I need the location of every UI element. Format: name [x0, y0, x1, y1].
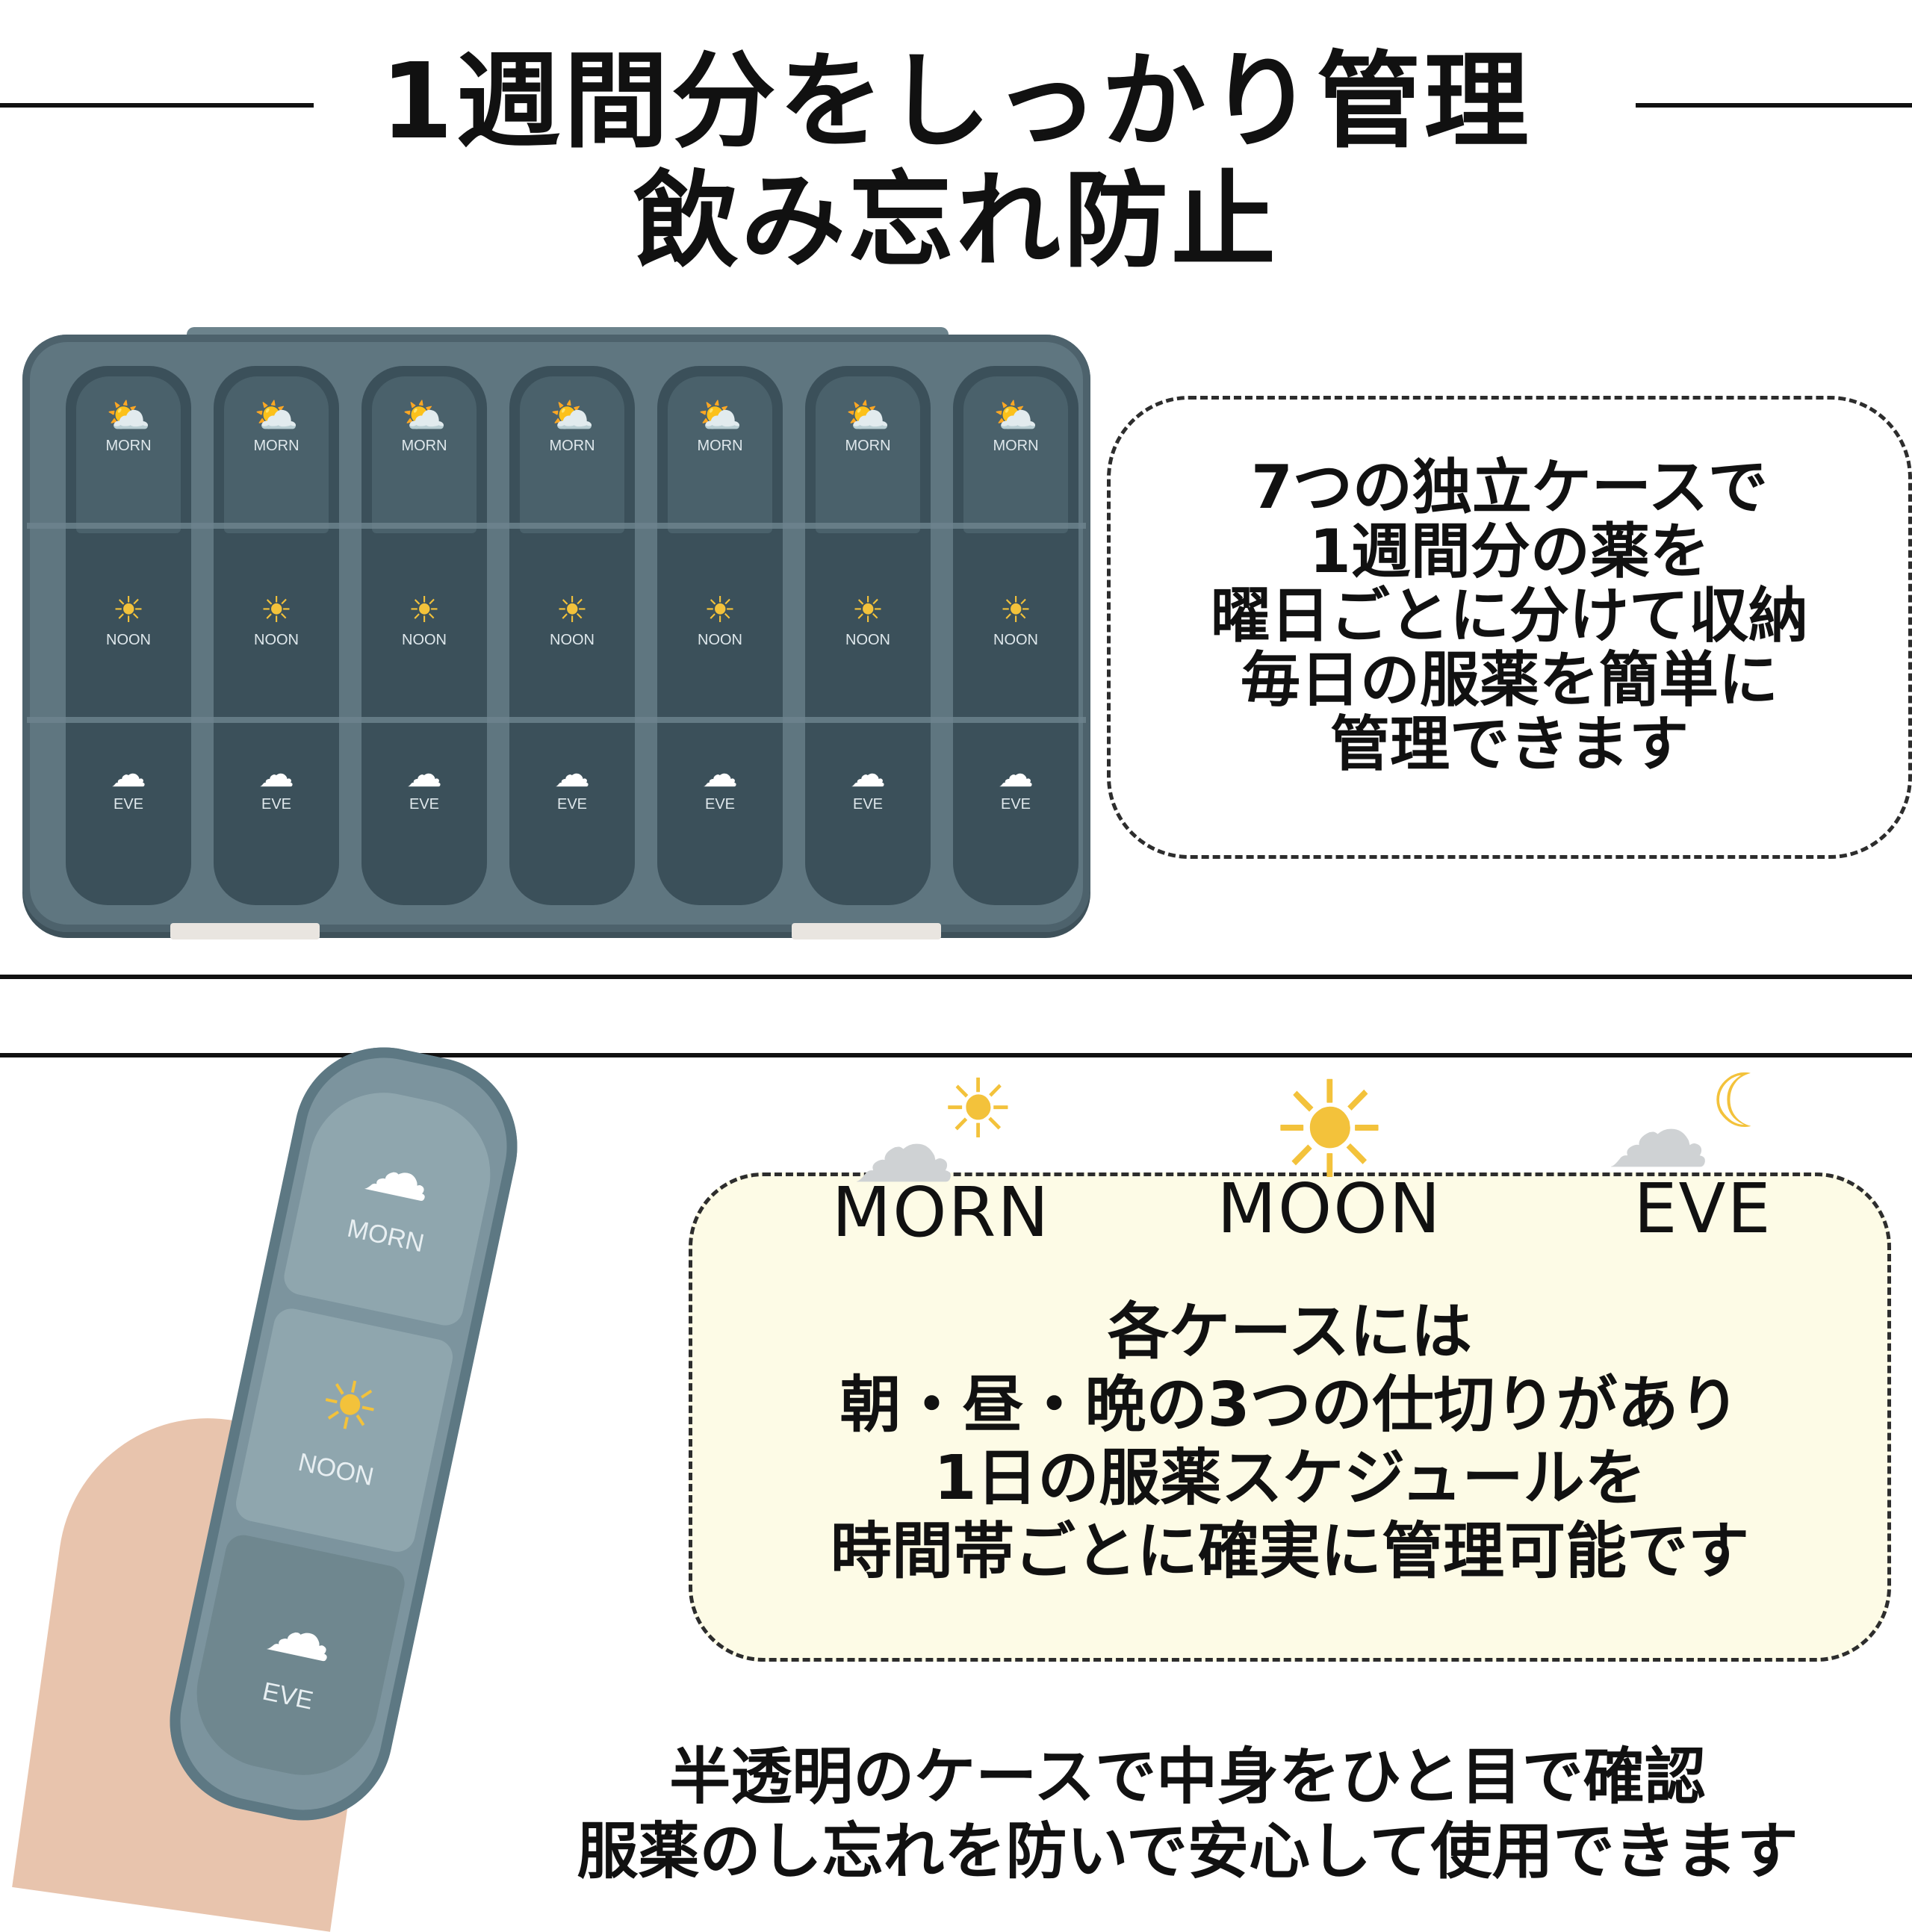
- cloud-sun-icon: ⛅: [845, 397, 890, 436]
- feature-1-line-1: 7つの独立ケースで: [1251, 453, 1768, 522]
- pillbox-slot-label: NOON: [845, 632, 890, 648]
- pillbox-slot-label: MORN: [697, 438, 743, 454]
- section-rule-2: [0, 1053, 1912, 1057]
- pillbox-slot-label: MORN: [253, 438, 299, 454]
- cloud-moon-icon: ☁: [111, 755, 146, 795]
- feature-1-line-2: 1週間分の薬を: [1309, 517, 1710, 586]
- pillbox-slot-label: MORN: [549, 438, 595, 454]
- pillbox-slot-morn: ⛅ MORN: [361, 396, 487, 455]
- feature-1-line-4: 毎日の服薬を簡単に: [1241, 645, 1778, 715]
- cloud-sun-icon: ⛅: [550, 397, 595, 436]
- pillbox-slot-label: NOON: [698, 632, 742, 648]
- pillbox-slot-label: EVE: [113, 796, 144, 813]
- feature-1-line-3: 曜日ごとに分けて収納: [1211, 581, 1808, 650]
- section-rule-1: [0, 975, 1912, 979]
- pillbox-slot-noon: ☀ NOON: [805, 590, 931, 649]
- pillbox-slot-eve: ☁EVE: [657, 754, 783, 813]
- pillbox-slot-noon: ☀ NOON: [361, 590, 487, 649]
- feature-2-line-4: 時間帯ごとに確実に管理可能です: [830, 1516, 1749, 1587]
- pillbox-slot-noon: ☀ NOON: [214, 590, 339, 649]
- pillbox-slot-eve: ☁EVE: [214, 754, 339, 813]
- pillbox-column: [361, 366, 487, 905]
- cloud-moon-icon: ☁: [850, 755, 886, 795]
- pillbox-slot-label: EVE: [704, 796, 736, 813]
- pillbox-slot-morn: ⛅ MORN: [657, 396, 783, 455]
- sun-icon: ☀: [1269, 1053, 1390, 1209]
- pillbox-slot-eve: ☁EVE: [953, 754, 1078, 813]
- sun-icon: ☀: [999, 591, 1032, 630]
- cloud-moon-icon: ☁: [258, 755, 294, 795]
- pillbox-column: [953, 366, 1078, 905]
- cloud-moon-icon: ☁: [406, 755, 442, 795]
- feature-bubble-2: [689, 1172, 1891, 1662]
- pillbox-column: [66, 366, 191, 905]
- pillbox-slot-noon: ☀ NOON: [66, 590, 191, 649]
- feature-2-line-3: 1日の服薬スケジュールを: [934, 1443, 1646, 1514]
- pillbox-slot-eve: ☁EVE: [509, 754, 635, 813]
- pillbox-slot-label: EVE: [409, 796, 440, 813]
- feature-2-line-1: 各ケースには: [1108, 1296, 1472, 1367]
- cloud-moon-icon: ☁: [998, 755, 1034, 795]
- pillbox-column: [657, 366, 783, 905]
- pillbox-slot-label: MORN: [993, 438, 1039, 454]
- timeslot-label-morn: MORN: [831, 1172, 1051, 1252]
- feature-text-2: 各ケースには 朝・昼・晩の3つの仕切りがあり 1日の服薬スケジュールを 時間帯ご…: [689, 1296, 1891, 1588]
- pillbox-clip-left: [170, 923, 320, 939]
- pillbox-slot-label: EVE: [556, 796, 588, 813]
- pillbox-slot-label: MORN: [401, 438, 447, 454]
- cloud-moon-icon: ☁: [554, 755, 590, 795]
- cloud-sun-icon: ⛅: [402, 397, 447, 436]
- pillbox-slot-morn: ⛅ MORN: [805, 396, 931, 455]
- pillbox-slot-eve: ☁EVE: [805, 754, 931, 813]
- pillbox-slot-label: NOON: [106, 632, 151, 648]
- pillbox-slot-noon: ☀ NOON: [953, 590, 1078, 649]
- pillbox-slot-label: EVE: [852, 796, 884, 813]
- sun-icon: ☀: [704, 591, 736, 630]
- timeslot-label-eve: EVE: [1633, 1169, 1772, 1249]
- cloud-sun-icon: ⛅: [254, 397, 299, 436]
- pillbox-slot-morn: ⛅ MORN: [509, 396, 635, 455]
- cloud-sun-icon: ⛅: [993, 397, 1038, 436]
- pillbox-slot-label: NOON: [550, 632, 595, 648]
- pillbox-row-divider: [27, 717, 1086, 723]
- cloud-moon-icon: ☁: [702, 755, 738, 795]
- sun-icon: ☀: [112, 591, 145, 630]
- pillbox-slot-label: EVE: [261, 796, 292, 813]
- pillbox-slot-noon: ☀ NOON: [657, 590, 783, 649]
- pillbox-clip-right: [792, 923, 941, 939]
- title-rule-left: [0, 103, 314, 108]
- pillbox-slot-label: MORN: [845, 438, 891, 454]
- pillbox-column: [214, 366, 339, 905]
- sun-icon: ☀: [408, 591, 441, 630]
- sun-icon: ☀: [556, 591, 589, 630]
- title-rule-right: [1636, 103, 1912, 108]
- pillbox-slot-label: NOON: [402, 632, 447, 648]
- pillbox-slot-noon: ☀ NOON: [509, 590, 635, 649]
- timeslot-label-noon: MOON: [1217, 1169, 1442, 1249]
- feature-1-line-5: 管理できます: [1330, 709, 1689, 779]
- cloud-sun-icon: ⛅: [698, 397, 742, 436]
- pillbox-slot-label: MORN: [105, 438, 152, 454]
- pillbox-slot-eve: ☁EVE: [66, 754, 191, 813]
- feature-bubble-1: [1107, 396, 1912, 859]
- title-line-2: 飲み忘れ防止: [633, 161, 1279, 282]
- pillbox-column: [805, 366, 931, 905]
- pillbox-row-divider: [27, 523, 1086, 529]
- pillbox-slot-morn: ⛅ MORN: [66, 396, 191, 455]
- sun-icon: ☀: [260, 591, 293, 630]
- footer-line-1: 半透明のケースで中身をひと目で確認: [669, 1742, 1706, 1813]
- pillbox-slot-label: NOON: [254, 632, 299, 648]
- sun-icon: ☀: [851, 591, 884, 630]
- pillbox-slot-eve: ☁EVE: [361, 754, 487, 813]
- footer-line-2: 服薬のし忘れを防いで安心して使用できます: [577, 1816, 1798, 1887]
- feature-text-1: 7つの独立ケースで 1週間分の薬を 曜日ごとに分けて収納 毎日の服薬を簡単に 管…: [1107, 456, 1912, 777]
- pillbox-slot-morn: ⛅ MORN: [953, 396, 1078, 455]
- pillbox-column: [509, 366, 635, 905]
- pillbox-slot-label: EVE: [1000, 796, 1031, 813]
- cloud-sun-icon: ⛅: [106, 397, 151, 436]
- pillbox-slot-morn: ⛅ MORN: [214, 396, 339, 455]
- feature-2-line-2: 朝・昼・晩の3つの仕切りがあり: [839, 1370, 1740, 1441]
- title-line-1: 1週間分をしっかり管理: [380, 41, 1532, 163]
- pillbox-slot-label: NOON: [993, 632, 1038, 648]
